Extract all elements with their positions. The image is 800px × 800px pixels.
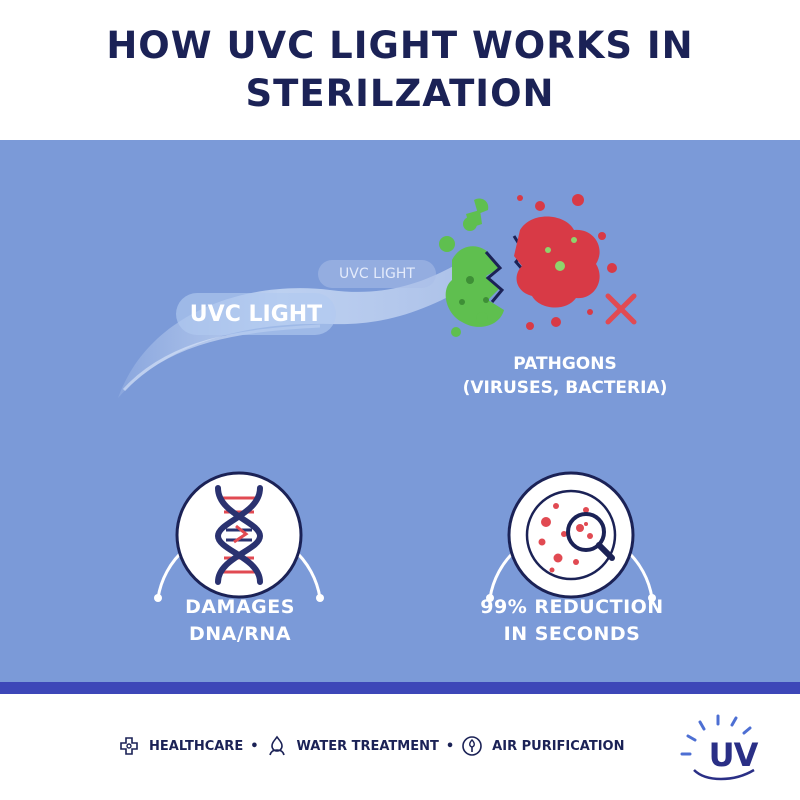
pathogens-label-line2: (VIRUSES, BACTERIA) — [462, 378, 668, 398]
feature-pathogen-reduction — [466, 430, 676, 640]
dna-caption-line2: DNA/RNA — [188, 623, 292, 645]
page-title: HOW UVC LIGHT WORKS IN STERILZATION — [106, 24, 694, 115]
air-filter-icon — [462, 736, 482, 756]
petri-dish-magnifier-icon — [486, 471, 656, 602]
applications-list: HEALTHCARE • WATER TREATMENT • AIR PURIF… — [118, 732, 624, 760]
feature-dna-damage — [134, 430, 344, 640]
reduction-caption: 99% REDUCTION IN SECONDS — [442, 594, 702, 648]
uv-logo-sun-icon — [680, 714, 755, 781]
uvc-light-label-small: UVC LIGHT — [318, 260, 436, 288]
uvc-beam-illustration — [118, 194, 637, 398]
separator-dot: • — [250, 738, 259, 754]
red-pathogen-cluster — [514, 194, 617, 330]
reduction-caption-line2: IN SECONDS — [503, 623, 641, 645]
reduction-caption-line1: 99% REDUCTION — [480, 596, 664, 618]
green-pathogen-cluster — [439, 198, 504, 337]
red-pathogen-spots — [545, 237, 577, 271]
uvc-beam — [118, 258, 476, 398]
close-x-icon — [605, 293, 637, 325]
pathogens-label: PATHGONS (VIRUSES, BACTERIA) — [450, 352, 680, 400]
header: HOW UVC LIGHT WORKS IN STERILZATION — [0, 0, 800, 140]
application-healthcare-label: HEALTHCARE — [149, 738, 244, 754]
water-drop-person-icon — [268, 735, 285, 756]
application-air-purification: AIR PURIFICATION — [461, 735, 624, 757]
dna-helix-icon — [154, 471, 324, 602]
uv-logo-text: UV — [708, 736, 759, 774]
application-water-treatment-label: WATER TREATMENT — [296, 738, 439, 754]
dna-damage-caption: DAMAGES DNA/RNA — [110, 594, 370, 648]
application-air-purification-label: AIR PURIFICATION — [492, 738, 625, 754]
application-healthcare: HEALTHCARE — [118, 735, 243, 757]
pathogens-label-line1: PATHGONS — [513, 354, 617, 374]
panel-bottom-stripe — [0, 682, 800, 694]
uv-logo: UV — [676, 710, 776, 790]
footer: HEALTHCARE • WATER TREATMENT • AIR PURIF… — [0, 694, 800, 800]
healthcare-cross-icon — [120, 737, 138, 755]
application-water-treatment: WATER TREATMENT — [266, 735, 439, 757]
uvc-light-label: UVC LIGHT — [176, 293, 336, 335]
diagram-panel: UVC LIGHT UVC LIGHT PATHGONS (VIRUSES, B… — [0, 140, 800, 682]
separator-dot: • — [445, 738, 455, 754]
dna-caption-line1: DAMAGES — [185, 596, 295, 618]
green-pathogen-spots — [459, 276, 489, 305]
